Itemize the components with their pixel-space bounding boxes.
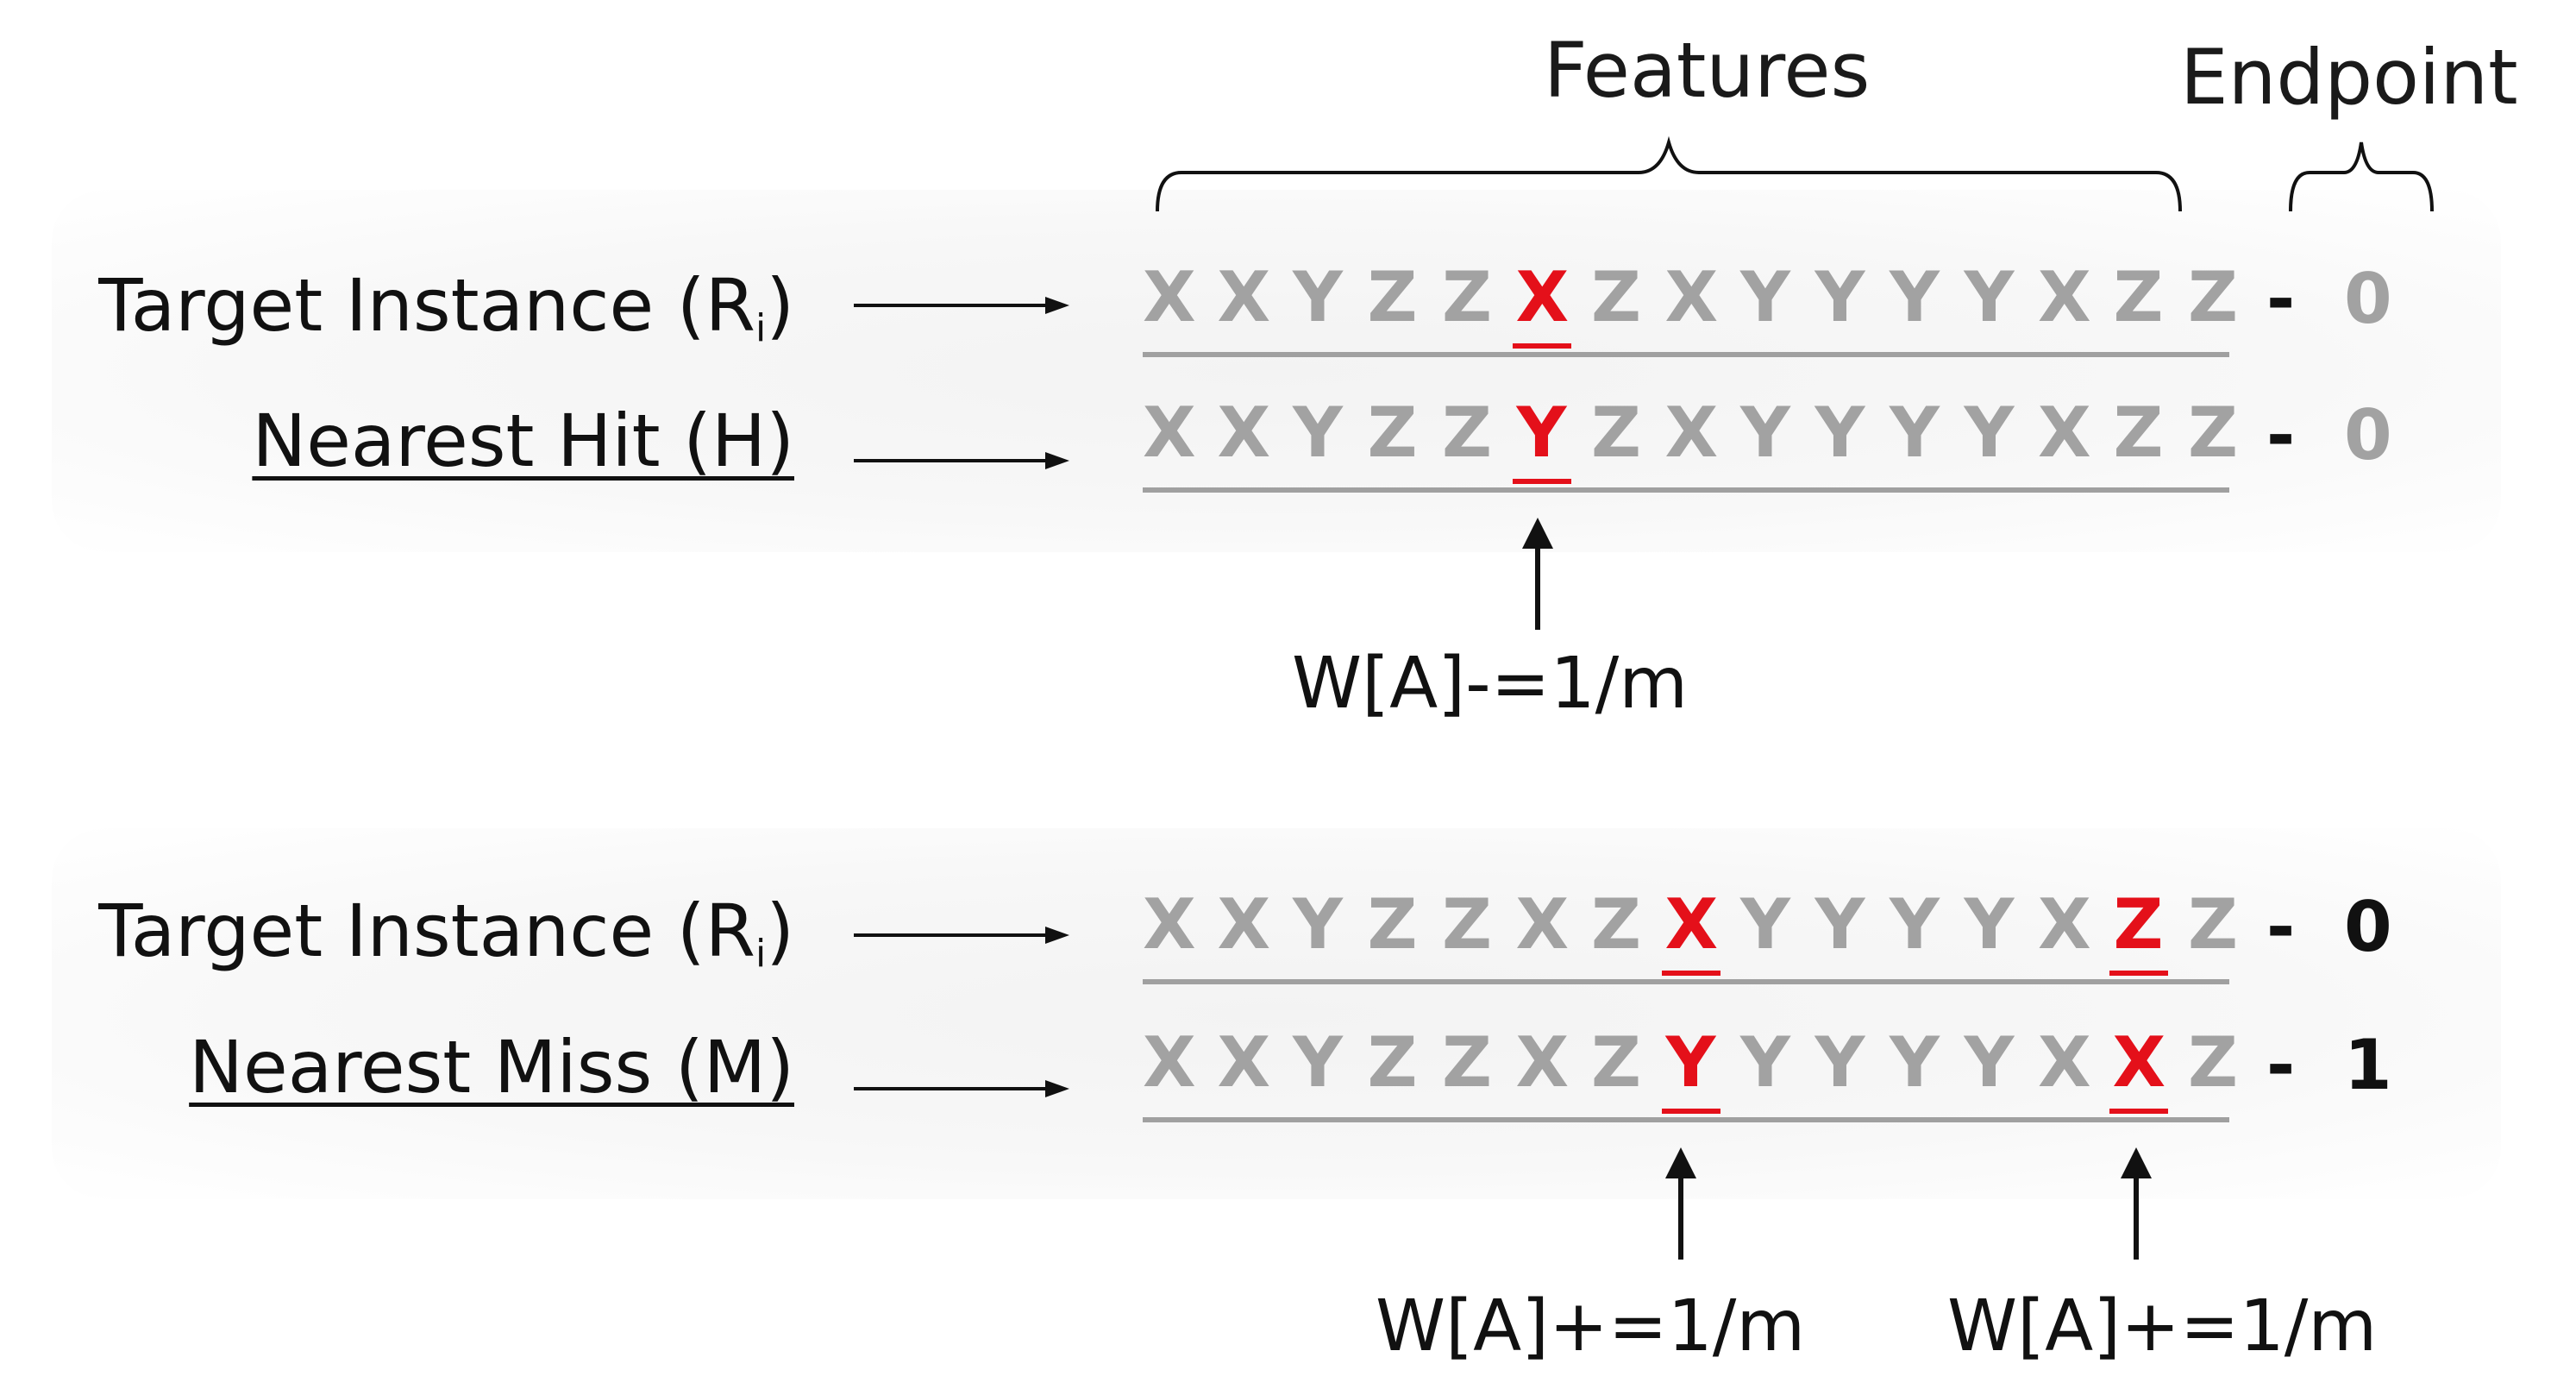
feature-value: Y	[1740, 393, 1790, 473]
separator-dash: -	[2266, 259, 2296, 339]
endpoint-label: Endpoint	[2180, 33, 2518, 122]
weight-update-formula-miss-2: W[A]+=1/m	[1947, 1285, 2378, 1367]
feature-value: Z	[2187, 1022, 2238, 1103]
feature-value: Z	[1441, 884, 1492, 965]
feature-value: X	[1217, 393, 1271, 473]
feature-value: Y	[1293, 1022, 1343, 1103]
feature-value: Z	[2187, 393, 2238, 473]
nearest-miss-label: Nearest Miss (M)	[189, 1025, 794, 1109]
feature-value: Y	[1814, 1022, 1865, 1103]
feature-value: Y	[1293, 884, 1343, 965]
arrow-right-icon	[854, 1080, 1069, 1097]
arrow-up-icon	[1522, 518, 1553, 630]
changed-feature-value: Y	[1512, 393, 1571, 484]
feature-value: X	[1515, 1022, 1570, 1103]
feature-value: Y	[1890, 257, 1940, 337]
feature-value: X	[1217, 884, 1271, 965]
feature-value: Z	[1367, 884, 1418, 965]
feature-value: Z	[2113, 393, 2164, 473]
feature-value: X	[2038, 393, 2091, 473]
target-label-text: Target Instance (R	[98, 889, 755, 973]
feature-value: Z	[1441, 1022, 1492, 1103]
target-label-subscript: i	[755, 306, 767, 350]
changed-feature-value: X	[2109, 1022, 2168, 1114]
changed-feature-value: Z	[2109, 884, 2168, 976]
feature-value: Y	[1890, 1022, 1940, 1103]
feature-value: X	[1143, 884, 1196, 965]
arrow-right-icon	[854, 452, 1069, 469]
feature-value: Y	[1964, 1022, 2015, 1103]
target-label-subscript: i	[755, 932, 767, 976]
miss-endpoint-value: 1	[2344, 1025, 2392, 1105]
endpoint-brace	[2289, 141, 2434, 212]
feature-value: X	[2038, 884, 2091, 965]
hit-endpoint-value: 0	[2344, 395, 2392, 475]
feature-value: Z	[1367, 1022, 1418, 1103]
feature-value: Y	[1964, 884, 2015, 965]
feature-value: Y	[1890, 884, 1940, 965]
feature-value: Z	[1590, 257, 1641, 337]
feature-value: Y	[1740, 1022, 1790, 1103]
features-brace	[1156, 135, 2182, 212]
changed-feature-value: X	[1512, 257, 1571, 349]
feature-value: Z	[1590, 884, 1641, 965]
feature-value: Y	[1293, 257, 1343, 337]
feature-value: Y	[1293, 393, 1343, 473]
feature-value: X	[1217, 257, 1271, 337]
arrow-up-icon	[1665, 1147, 1696, 1260]
feature-value: Y	[1890, 393, 1940, 473]
feature-value: X	[1664, 257, 1719, 337]
nearest-hit-label: Nearest Hit (H)	[252, 399, 794, 483]
target-endpoint-value: 0	[2344, 259, 2392, 339]
feature-value: Y	[1814, 257, 1865, 337]
target-instance-label-hit: Target Instance (Ri)	[98, 263, 794, 350]
target-label-close: )	[766, 889, 794, 973]
separator-dash: -	[2266, 1025, 2296, 1105]
target-endpoint-value: 0	[2344, 887, 2392, 967]
changed-feature-value: X	[1661, 884, 1720, 976]
arrow-right-icon	[854, 297, 1069, 314]
target-label-text: Target Instance (R	[98, 263, 755, 348]
weight-update-formula-miss-1: W[A]+=1/m	[1376, 1285, 1806, 1367]
feature-value: Z	[1441, 257, 1492, 337]
feature-value: X	[1515, 884, 1570, 965]
feature-value: X	[2038, 257, 2091, 337]
target-label-close: )	[766, 263, 794, 348]
feature-value: Y	[1740, 257, 1790, 337]
feature-value: Y	[1964, 393, 2015, 473]
weight-update-formula-hit: W[A]-=1/m	[1292, 643, 1689, 725]
features-label: Features	[1544, 26, 1871, 115]
feature-value: Z	[1590, 393, 1641, 473]
target-instance-label-miss: Target Instance (Ri)	[98, 889, 794, 976]
feature-value: Y	[1964, 257, 2015, 337]
arrow-right-icon	[854, 927, 1069, 944]
panel-hit-background	[52, 190, 2501, 552]
feature-value: Z	[2113, 257, 2164, 337]
changed-feature-value: Y	[1661, 1022, 1720, 1114]
feature-value: X	[1217, 1022, 1271, 1103]
feature-value: Z	[1367, 257, 1418, 337]
feature-value: Z	[2187, 884, 2238, 965]
feature-value: Z	[1367, 393, 1418, 473]
feature-value: X	[1143, 393, 1196, 473]
feature-value: Z	[1441, 393, 1492, 473]
feature-value: Y	[1740, 884, 1790, 965]
feature-value: Z	[1590, 1022, 1641, 1103]
arrow-up-icon	[2121, 1147, 2152, 1260]
feature-value: X	[2038, 1022, 2091, 1103]
feature-value: X	[1143, 1022, 1196, 1103]
feature-value: X	[1664, 393, 1719, 473]
feature-value: Y	[1814, 884, 1865, 965]
separator-dash: -	[2266, 395, 2296, 475]
separator-dash: -	[2266, 887, 2296, 967]
feature-value: X	[1143, 257, 1196, 337]
feature-value: Y	[1814, 393, 1865, 473]
panel-miss-background	[52, 828, 2501, 1199]
feature-value: Z	[2187, 257, 2238, 337]
